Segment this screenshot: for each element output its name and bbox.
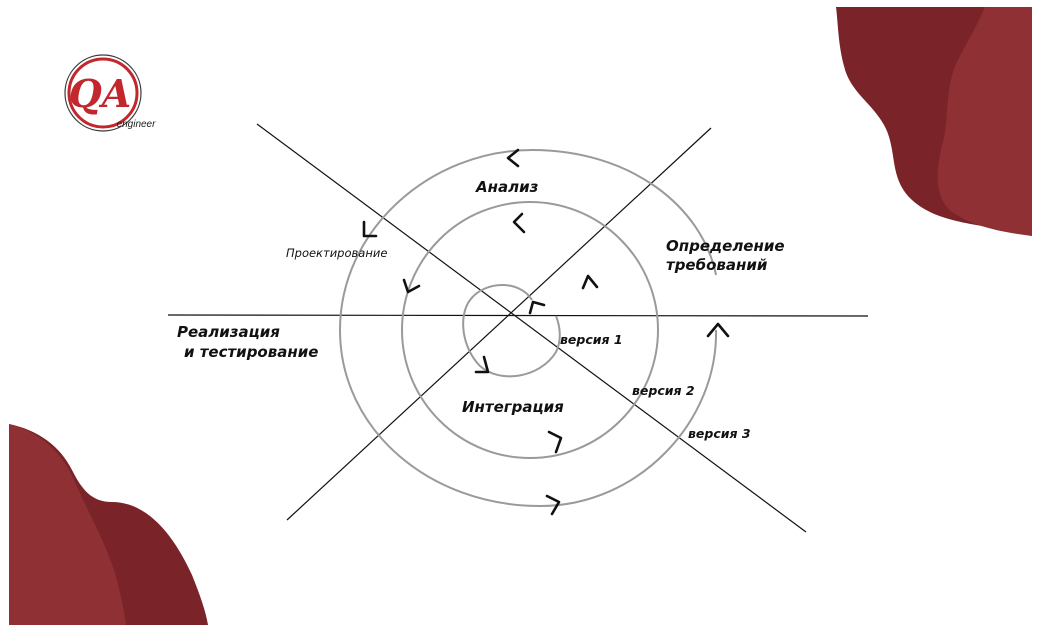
- label-version-1: версия 1: [560, 332, 623, 347]
- phase-labels: Анализ Проектирование Определение требов…: [177, 178, 785, 416]
- logo-letters: QA: [69, 71, 132, 116]
- label-implementation-line2: и тестирование: [184, 343, 318, 361]
- arrow-icon: [528, 300, 546, 315]
- arrow-icon: [402, 278, 421, 294]
- label-analysis: Анализ: [475, 178, 539, 196]
- label-design: Проектирование: [286, 246, 387, 260]
- top-right-decoration: [836, 7, 1032, 236]
- spiral-turn-2: [401, 201, 659, 459]
- spiral-turn-1: [462, 284, 561, 378]
- label-version-3: версия 3: [688, 426, 751, 441]
- label-requirements-line1: Определение: [666, 237, 785, 255]
- bottom-left-blob-light: [9, 424, 126, 625]
- label-implementation-line1: Реализация: [177, 323, 280, 341]
- top-right-blob-light: [937, 7, 1032, 236]
- arrow-icon: [706, 322, 730, 338]
- label-version-2: версия 2: [632, 383, 695, 398]
- arrow-icon: [547, 430, 563, 454]
- axes: [167, 123, 869, 533]
- logo-subtitle: engineer: [117, 119, 157, 130]
- arrow-icon: [362, 220, 378, 238]
- version-labels: версия 1 версия 2 версия 3: [560, 332, 751, 441]
- label-requirements-line2: требований: [666, 256, 768, 274]
- diagonal-axis-main: [256, 123, 807, 533]
- diagonal-axis-secondary: [286, 127, 712, 521]
- spiral: [338, 148, 718, 508]
- arrow-icon: [474, 355, 490, 374]
- horizontal-axis: [167, 314, 869, 317]
- direction-arrows: [362, 148, 730, 516]
- qa-engineer-logo: QA engineer: [64, 54, 157, 132]
- spiral-turn-3: [338, 148, 718, 508]
- arrow-icon: [512, 212, 526, 234]
- bottom-left-decoration: [9, 424, 208, 625]
- arrow-icon: [545, 494, 561, 516]
- label-integration: Интеграция: [462, 398, 564, 416]
- arrow-icon: [506, 148, 520, 168]
- arrow-icon: [581, 274, 599, 290]
